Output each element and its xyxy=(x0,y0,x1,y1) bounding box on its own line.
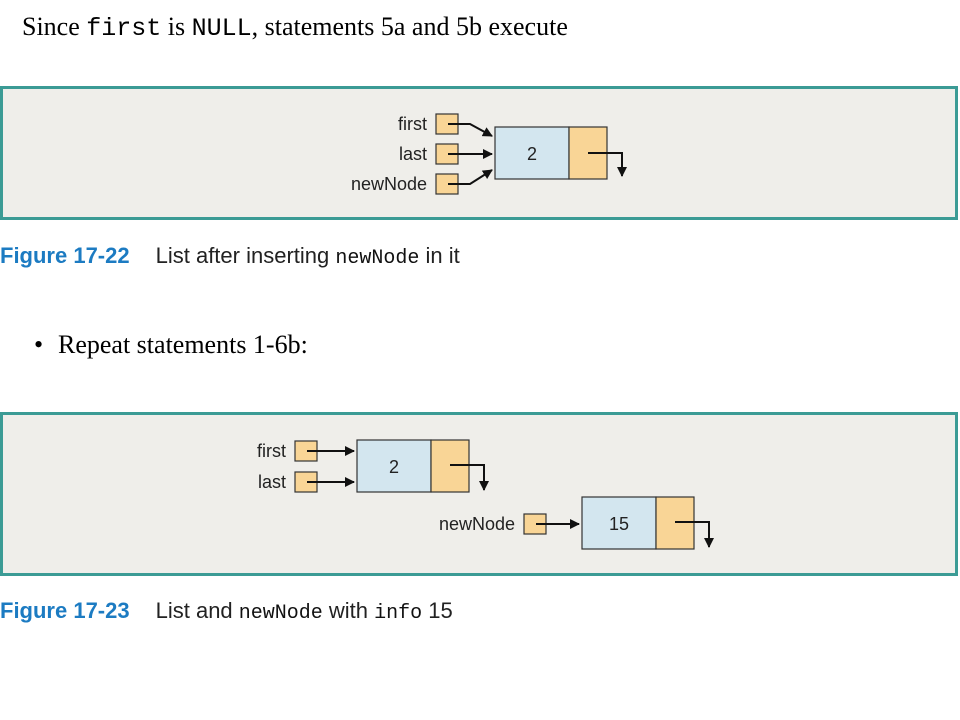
figure-17-23-diagram: first last newNode 2 15 xyxy=(257,439,714,550)
null-link-arrow xyxy=(588,152,627,177)
node2-null-arrow xyxy=(675,521,714,548)
figure-17-22-diagram: first last newNode 2 xyxy=(351,113,627,195)
node2-info-cell xyxy=(581,496,657,550)
label-first: first xyxy=(257,441,286,461)
label-last: last xyxy=(399,144,427,164)
code-info: info xyxy=(374,602,423,625)
label-first: first xyxy=(398,114,427,134)
code-first: first xyxy=(86,14,162,43)
node1-null-arrow xyxy=(450,464,489,491)
label-newnode: newNode xyxy=(439,514,515,534)
label-newnode: newNode xyxy=(351,174,427,194)
bullet-item: • Repeat statements 1-6b: xyxy=(34,330,308,360)
figure-17-23-panel xyxy=(0,412,958,576)
figure-label: Figure 17-23 xyxy=(0,598,130,623)
label-last: last xyxy=(258,472,286,492)
figure-label: Figure 17-22 xyxy=(0,243,130,268)
bullet-symbol: • xyxy=(34,330,44,359)
slide-heading: Since first is NULL, statements 5a and 5… xyxy=(22,12,568,43)
code-null: NULL xyxy=(191,14,252,43)
node-info-cell xyxy=(494,126,570,180)
node2-value: 15 xyxy=(609,514,629,534)
bullet-text: Repeat statements 1-6b: xyxy=(58,330,308,359)
code-newnode: newNode xyxy=(335,247,420,270)
node1-info-cell xyxy=(356,439,432,493)
node-value: 2 xyxy=(527,144,537,164)
arrow-first xyxy=(448,123,493,137)
code-newnode: newNode xyxy=(238,602,323,625)
arrow-newnode xyxy=(448,169,493,185)
node1-value: 2 xyxy=(389,457,399,477)
